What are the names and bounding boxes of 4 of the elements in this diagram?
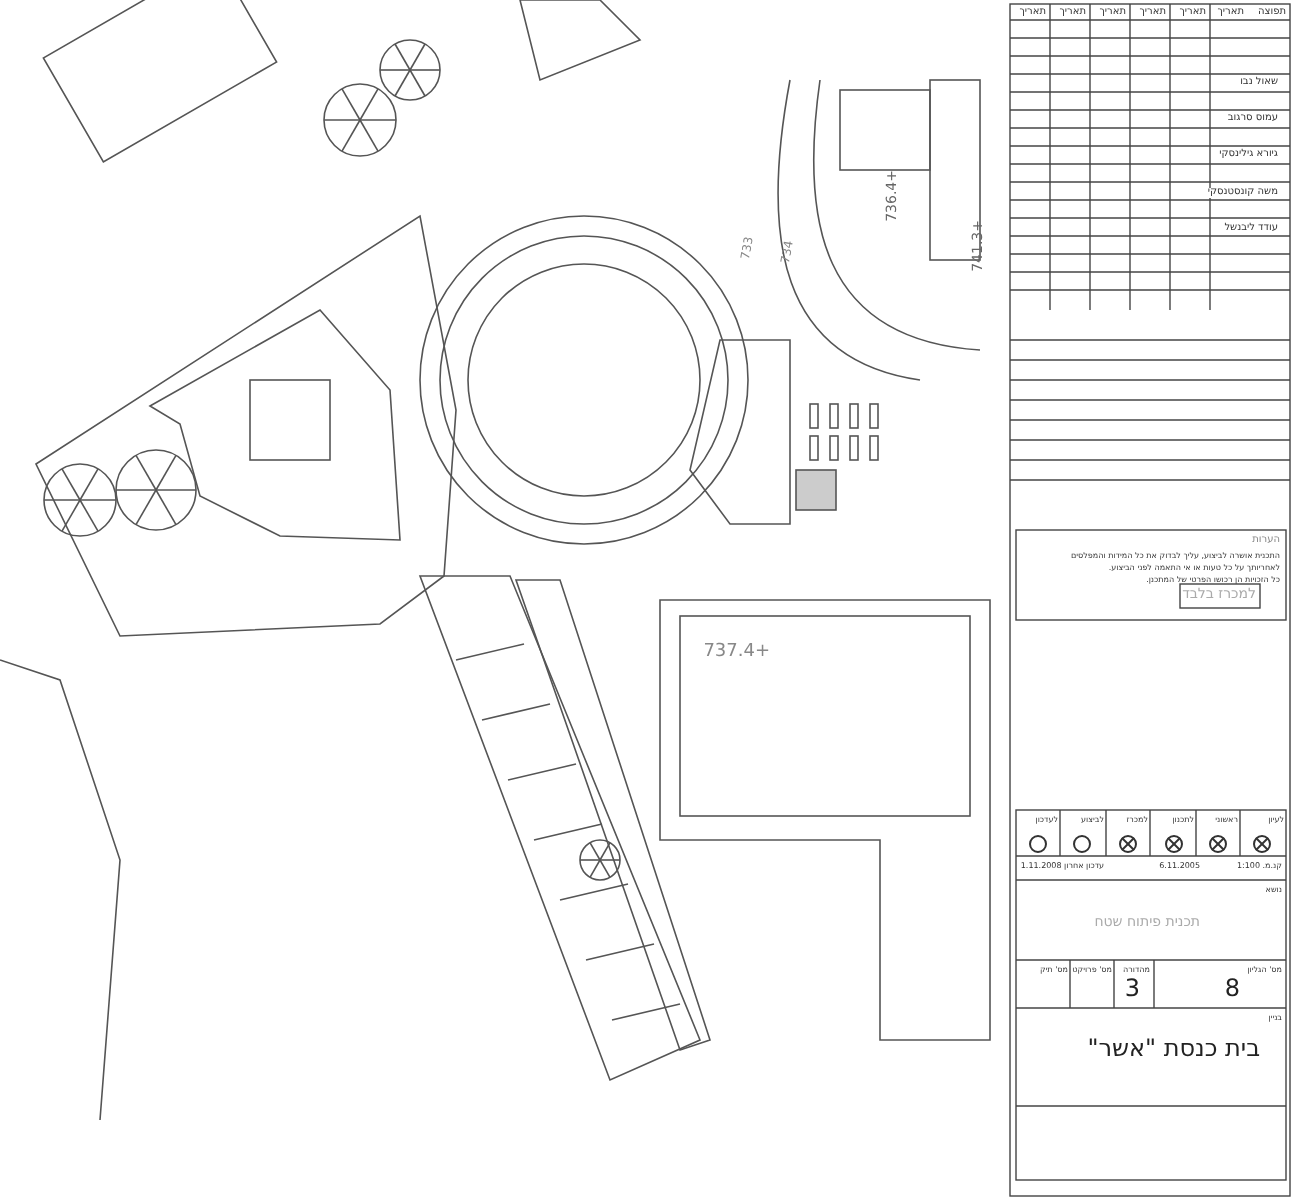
elevation-label: +737.4 bbox=[703, 644, 770, 662]
building-name: בית כנסת "אשר" bbox=[1087, 1036, 1260, 1060]
revision-number: 3 bbox=[1124, 976, 1140, 1000]
sheet-number: 8 bbox=[1224, 976, 1240, 1000]
